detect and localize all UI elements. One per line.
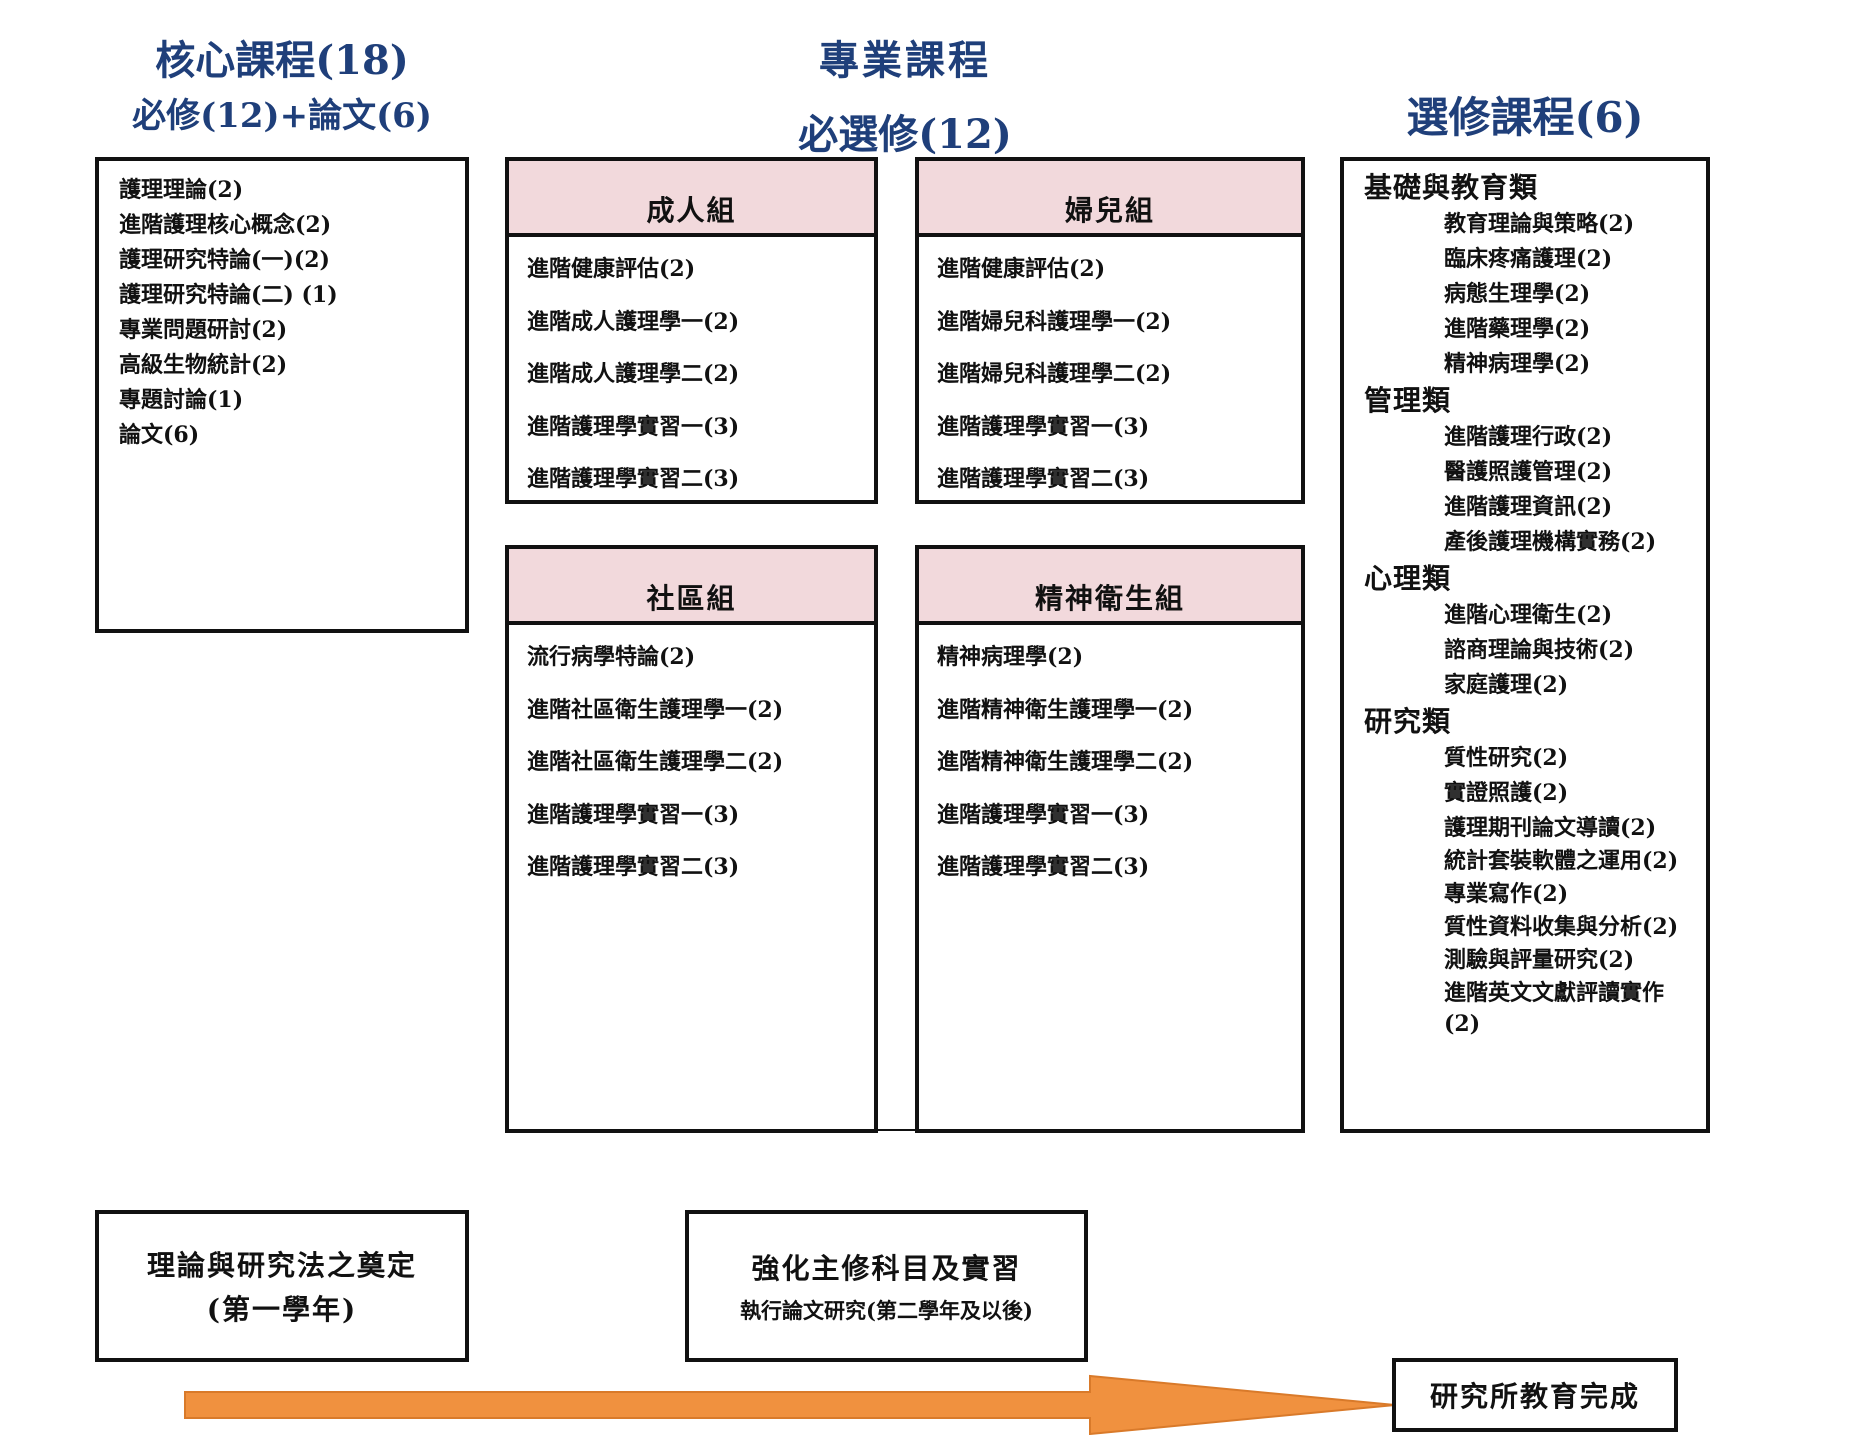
core-course-list: 護理理論(2) 進階護理核心概念(2) 護理研究特論(一)(2) 護理研究特論(…	[119, 173, 465, 453]
group-mental-health-list: 精神病理學(2) 進階精神衛生護理學一(2) 進階精神衛生護理學二(2) 進階護…	[919, 625, 1301, 894]
elective-category-title: 基礎與教育類	[1364, 171, 1539, 204]
group-course-item: 進階護理學實習一(3)	[527, 801, 740, 828]
group-course-item: 進階護理學實習一(3)	[937, 413, 1150, 440]
elective-course-item: 產後護理機構實務(2)	[1444, 529, 1657, 555]
core-course-item: 專業問題研討(2)	[119, 317, 288, 343]
group-community-box: 社區組 流行病學特論(2) 進階社區衛生護理學一(2) 進階社區衛生護理學二(2…	[505, 545, 878, 1133]
core-course-item: 論文(6)	[119, 422, 200, 448]
elective-course-item: 進階護理資訊(2)	[1444, 494, 1613, 520]
core-course-item: 進階護理核心概念(2)	[119, 212, 332, 238]
elective-course-item: 統計套裝軟體之運用(2)	[1444, 848, 1679, 874]
group-community-list: 流行病學特論(2) 進階社區衛生護理學一(2) 進階社區衛生護理學二(2) 進階…	[509, 625, 874, 894]
group-course-item: 進階健康評估(2)	[937, 256, 1106, 282]
elective-course-item: 教育理論與策略(2)	[1444, 211, 1635, 237]
elective-course-item: 質性研究(2)	[1444, 745, 1569, 771]
phase-second-year-box: 強化主修科目及實習 執行論文研究(第二學年及以後)	[685, 1210, 1088, 1362]
group-women-children-box: 婦兒組 進階健康評估(2) 進階婦兒科護理學一(2) 進階婦兒科護理學二(2) …	[915, 157, 1305, 504]
elective-course-item: 測驗與評量研究(2)	[1444, 947, 1635, 973]
group-course-item: 進階成人護理學一(2)	[527, 308, 740, 335]
elective-category-list: 進階心理衛生(2) 諮商理論與技術(2) 家庭護理(2)	[1364, 598, 1706, 703]
core-course-item: 專題討論(1)	[119, 387, 244, 413]
elective-course-box: 基礎與教育類 教育理論與策略(2) 臨床疼痛護理(2) 病態生理學(2) 進階藥…	[1340, 157, 1710, 1133]
group-course-item: 進階護理學實習二(3)	[527, 854, 740, 880]
group-community-header: 社區組	[509, 549, 874, 625]
group-course-item: 流行病學特論(2)	[527, 644, 696, 670]
elective-course-item: 進階藥理學(2)	[1444, 316, 1591, 342]
elective-course-item: 家庭護理(2)	[1444, 672, 1569, 698]
elective-course-item: 進階護理行政(2)	[1444, 424, 1613, 450]
phase-first-year-line1: 理論與研究法之奠定	[146, 1249, 417, 1282]
core-course-item: 護理研究特論(二) (1)	[119, 282, 338, 308]
elective-course-item: 臨床疼痛護理(2)	[1444, 246, 1613, 272]
professional-subtitle: 必選修(12)	[798, 111, 1012, 158]
core-course-box: 護理理論(2) 進階護理核心概念(2) 護理研究特論(一)(2) 護理研究特論(…	[95, 157, 469, 633]
elective-category-title: 管理類	[1364, 384, 1452, 417]
group-course-item: 進階婦兒科護理學一(2)	[937, 308, 1172, 335]
elective-category-title: 研究類	[1364, 705, 1452, 738]
group-course-item: 進階精神衛生護理學二(2)	[937, 749, 1194, 775]
group-mental-health-header: 精神衛生組	[919, 549, 1301, 625]
group-connector-line	[878, 1129, 915, 1131]
professional-title: 專業課程	[819, 37, 991, 84]
elective-course-item: 質性資料收集與分析(2)	[1444, 914, 1679, 940]
elective-title: 選修課程(6)	[1406, 93, 1644, 142]
elective-course-item: 進階英文文獻評讀實作(2)	[1444, 980, 1665, 1037]
elective-category-list: 質性研究(2) 實證照護(2) 護理期刊論文導讀(2) 統計套裝軟體之運用(2)…	[1364, 741, 1706, 1040]
elective-course-item: 護理期刊論文導讀(2)	[1444, 815, 1657, 841]
group-course-item: 進階婦兒科護理學二(2)	[937, 361, 1172, 387]
group-course-item: 進階精神衛生護理學一(2)	[937, 696, 1194, 723]
completion-box: 研究所教育完成	[1392, 1358, 1678, 1432]
group-course-item: 進階護理學實習一(3)	[937, 801, 1150, 828]
group-course-item: 進階成人護理學二(2)	[527, 361, 740, 387]
elective-course-item: 精神病理學(2)	[1444, 351, 1591, 377]
group-course-item: 進階護理學實習二(3)	[527, 466, 740, 492]
group-course-item: 進階護理學實習二(3)	[937, 854, 1150, 880]
phase-second-year-line1: 強化主修科目及實習	[751, 1252, 1022, 1285]
group-women-children-list: 進階健康評估(2) 進階婦兒科護理學一(2) 進階婦兒科護理學二(2) 進階護理…	[919, 237, 1301, 506]
elective-course-item: 病態生理學(2)	[1444, 281, 1591, 307]
group-course-item: 進階社區衛生護理學一(2)	[527, 696, 784, 723]
phase-first-year-line2: (第一學年)	[206, 1293, 358, 1326]
elective-category-title: 心理類	[1364, 562, 1452, 595]
elective-course-item: 實證照護(2)	[1444, 780, 1569, 806]
elective-category-list: 進階護理行政(2) 醫護照護管理(2) 進階護理資訊(2) 產後護理機構實務(2…	[1364, 420, 1706, 560]
core-course-item: 護理理論(2)	[119, 177, 244, 203]
elective-course-item: 進階心理衛生(2)	[1444, 602, 1613, 628]
core-course-item: 護理研究特論(一)(2)	[119, 247, 330, 273]
core-title: 核心課程(18)	[155, 37, 409, 84]
group-course-item: 進階健康評估(2)	[527, 256, 696, 282]
group-course-item: 進階護理學實習一(3)	[527, 413, 740, 440]
group-course-item: 精神病理學(2)	[937, 644, 1084, 670]
group-adult-list: 進階健康評估(2) 進階成人護理學一(2) 進階成人護理學二(2) 進階護理學實…	[509, 237, 874, 506]
phase-first-year-box: 理論與研究法之奠定 (第一學年)	[95, 1210, 469, 1362]
elective-course-item: 諮商理論與技術(2)	[1444, 637, 1635, 663]
core-subtitle: 必修(12)+論文(6)	[132, 96, 432, 136]
elective-category-list: 教育理論與策略(2) 臨床疼痛護理(2) 病態生理學(2) 進階藥理學(2) 精…	[1364, 207, 1706, 382]
core-course-item: 高級生物統計(2)	[119, 352, 288, 378]
group-course-item: 進階社區衛生護理學二(2)	[527, 749, 784, 775]
group-adult-header: 成人組	[509, 161, 874, 237]
elective-course-item: 專業寫作(2)	[1444, 881, 1569, 907]
completion-label: 研究所教育完成	[1429, 1380, 1640, 1413]
group-mental-health-box: 精神衛生組 精神病理學(2) 進階精神衛生護理學一(2) 進階精神衛生護理學二(…	[915, 545, 1305, 1133]
group-women-children-header: 婦兒組	[919, 161, 1301, 237]
phase-second-year-line2: 執行論文研究(第二學年及以後)	[740, 1298, 1033, 1323]
group-adult-box: 成人組 進階健康評估(2) 進階成人護理學一(2) 進階成人護理學二(2) 進階…	[505, 157, 878, 504]
group-course-item: 進階護理學實習二(3)	[937, 466, 1150, 492]
elective-course-item: 醫護照護管理(2)	[1444, 459, 1613, 485]
